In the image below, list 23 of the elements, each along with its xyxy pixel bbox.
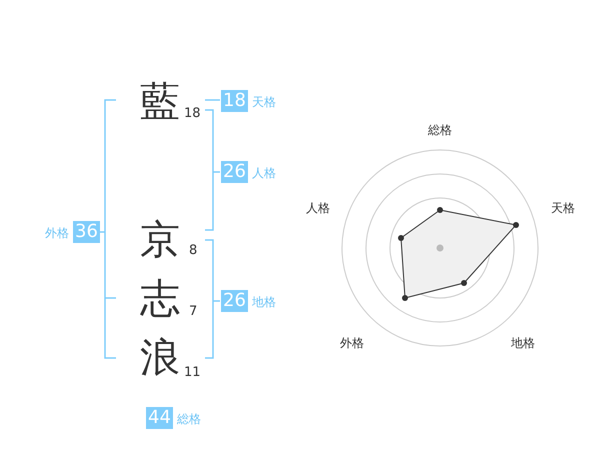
axis-label: 外格 [340,335,364,352]
score-label: 総格 [177,411,201,428]
stroke-count: 7 [189,304,198,319]
score-badge: 26 [221,290,248,312]
score-badge: 26 [221,161,248,183]
score-label: 地格 [252,294,276,311]
score-label: 天格 [252,94,276,111]
score-label: 人格 [252,165,276,182]
stroke-count: 18 [184,106,201,121]
score-badge: 18 [221,90,248,112]
score-label: 外格 [45,225,69,242]
name-character: 志 [140,277,180,321]
axis-label: 総格 [428,122,452,139]
name-character: 京 [140,218,180,262]
stroke-count: 11 [184,365,201,380]
axis-label: 人格 [306,200,330,217]
axis-label: 天格 [551,200,575,217]
stroke-count: 8 [189,243,198,258]
axis-label: 地格 [511,335,535,352]
score-badge: 36 [73,221,100,243]
name-character: 浪 [140,336,180,380]
score-badge: 44 [146,407,173,429]
name-character: 藍 [140,80,180,124]
